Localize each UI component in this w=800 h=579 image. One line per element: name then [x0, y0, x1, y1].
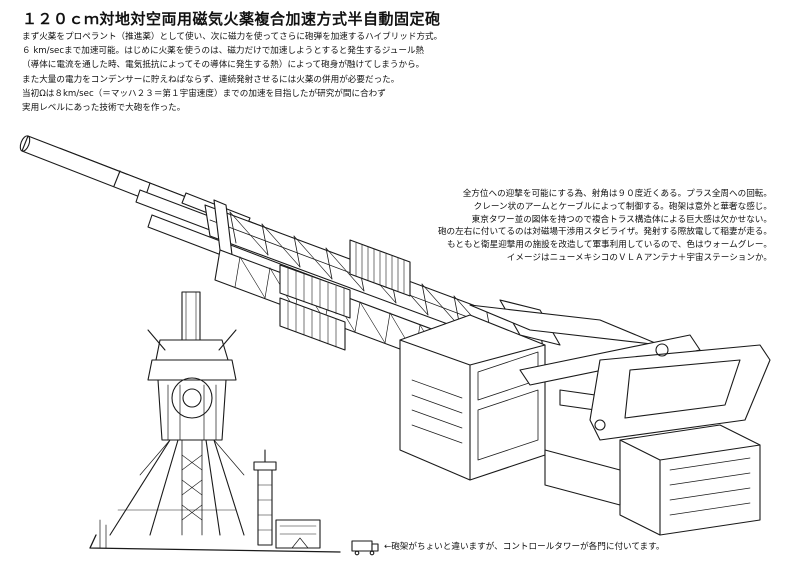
note-line: イメージはニューメキシコのＶＬＡアンテナ＋宇宙ステーションか。	[506, 252, 772, 263]
design-note: 全方位への迎撃を可能にする為、射角は９０度近くある。プラス全周への回転。 クレー…	[392, 188, 772, 265]
note-line: 砲の左右に付いてるのは対磁場干渉用スタビライザ。発射する際放電して稲妻が走る。	[437, 227, 772, 238]
intro-line: ６ km/secまで加速可能。はじめに火薬を使うのは、磁力だけで加速しようとする…	[22, 46, 425, 57]
page-title: １２０ｃｍ対地対空両用磁気火薬複合加速方式半自動固定砲	[22, 10, 441, 28]
intro-line: 実用レベルにあった技術で大砲を作った。	[22, 103, 186, 114]
note-line: もともと衛星迎撃用の施設を改造して軍事利用しているので、色はウォームグレー。	[446, 240, 772, 251]
note-line: 東京タワー並の図体を持つので複合トラス構造体による巨大感は欠かせない。	[471, 214, 772, 225]
intro-line: まず火薬をプロペラント（推進薬）として使い、次に磁力を使ってさらに砲弾を加速する…	[22, 32, 443, 42]
crane-arms	[469, 304, 771, 484]
ground-line	[89, 519, 341, 553]
base-crate	[544, 424, 761, 536]
intro-text: まず火薬をプロペラント（推進薬）として使い、次に磁力を使ってさらに砲弾を加速する…	[22, 30, 492, 115]
intro-line: （導体に電流を通した時、電気抵抗によってその導体に発生する熱）によって砲身が融け…	[22, 60, 425, 71]
gun-front-view	[109, 291, 245, 536]
tower-caption: ←砲架がちょいと違いますが、コントロールタワーが各門に付いてます。	[384, 542, 665, 552]
note-line: 全方位への迎撃を可能にする為、射角は９０度近くある。プラス全周への回転。	[462, 189, 772, 199]
truck-icon	[351, 540, 379, 556]
stabilizer-panels	[279, 239, 411, 351]
intro-line: 当初Ωは８km/sec（＝マッハ２３＝第１宇宙速度）までの加速を目指したが研究が…	[22, 88, 386, 99]
control-tower	[253, 449, 321, 549]
note-line: クレーン状のアームとケーブルによって制御する。砲架は意外と華奢な感じ。	[473, 201, 772, 212]
intro-line: また大量の電力をコンデンサーに貯えねばならず、連続発射させるには火薬の併用が必要…	[22, 74, 400, 85]
